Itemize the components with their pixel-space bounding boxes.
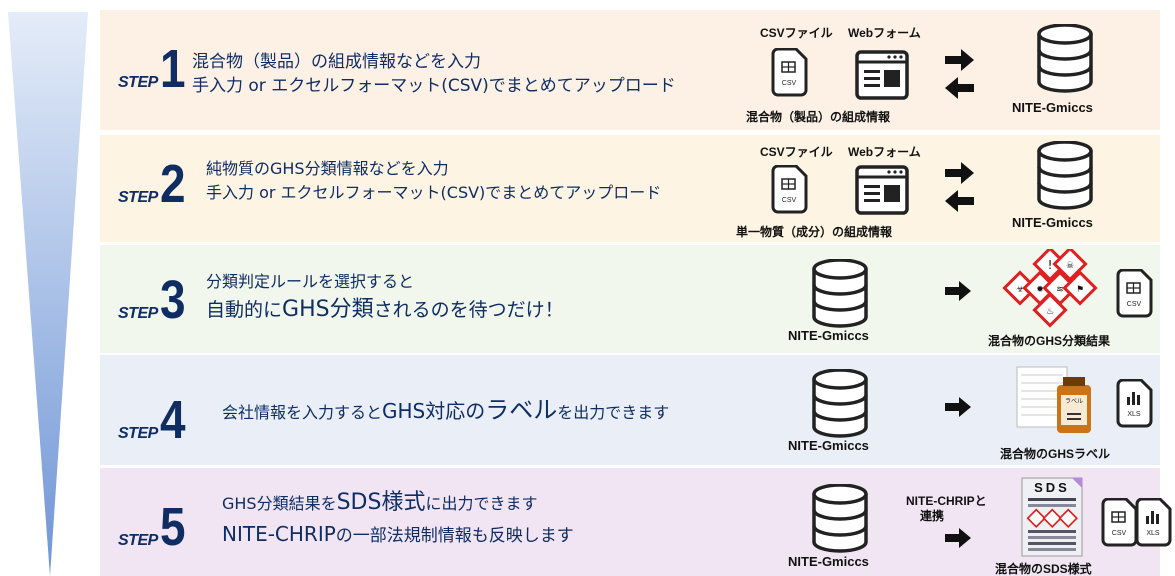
description-line: 混合物（製品）の組成情報などを入力: [192, 52, 481, 72]
description-line: 手入力 or エクセルフォーマット(CSV)でまとめてアップロード: [192, 76, 676, 96]
step-number: 3: [159, 270, 186, 330]
link-caption: NITE-CHRIPと: [906, 494, 987, 508]
description-line: 手入力 or エクセルフォーマット(CSV)でまとめてアップロード: [206, 183, 662, 202]
text-fragment-emphasis: GHS分類: [282, 297, 374, 322]
step-number: 4: [159, 390, 186, 450]
step-number: 1: [159, 39, 186, 99]
web-form-caption: Webフォーム: [848, 26, 921, 40]
svg-text:CSV: CSV: [782, 80, 797, 87]
arrow-right-icon: [945, 281, 971, 301]
text-fragment: 会社情報を入力すると: [222, 403, 383, 422]
svg-text:XLS: XLS: [1127, 411, 1141, 418]
result-caption: 混合物のSDS様式: [995, 562, 1092, 576]
step-4-row: STEP 4 会社情報を入力するとGHS対応のラベルを出力できます NITE-G…: [100, 355, 1160, 465]
ghs-label-icon: ラベル: [1016, 366, 1091, 433]
step-2-badge: STEP 2: [118, 154, 190, 214]
database-caption: NITE-Gmiccs: [788, 438, 869, 453]
source-caption: 混合物（製品）の組成情報: [746, 110, 891, 124]
svg-text:⚑: ⚑: [1076, 285, 1084, 295]
svg-text:☣: ☣: [1016, 285, 1024, 295]
database-icon: [812, 259, 868, 328]
svg-text:SDS: SDS: [1034, 480, 1070, 495]
step-5-description: GHS分類結果をSDS様式に出力できます NITE-CHRIPの一部法規制情報も…: [222, 488, 574, 551]
database-caption: NITE-Gmiccs: [1012, 215, 1093, 230]
swap-arrows-icon: [945, 49, 974, 99]
text-fragment: に出力できます: [425, 494, 538, 513]
csv-file-icon: CSV: [771, 48, 808, 97]
svg-text:XLS: XLS: [1146, 530, 1160, 537]
svg-text:☠: ☠: [1066, 261, 1074, 271]
step-1-badge: STEP 1: [118, 39, 190, 99]
text-fragment: 自動的に: [206, 299, 283, 321]
step-3-badge: STEP 3: [118, 270, 190, 330]
description-line-2: 自動的にGHS分類されるのを待つだけ！: [206, 295, 564, 326]
svg-text:ラベル: ラベル: [1065, 398, 1083, 405]
database-icon: [1037, 141, 1093, 210]
csv-file-icon: CSV: [1116, 269, 1153, 318]
text-fragment-emphasis: NITE-CHRIP: [222, 522, 336, 546]
csv-file-caption: CSVファイル: [760, 26, 833, 40]
svg-text:CSV: CSV: [1112, 530, 1127, 537]
svg-text:≋: ≋: [1056, 285, 1064, 295]
step-3-row: STEP 3 分類判定ルールを選択すると 自動的にGHS分類されるのを待つだけ！…: [100, 245, 1160, 353]
database-caption: NITE-Gmiccs: [788, 554, 869, 569]
step-5-row: STEP 5 GHS分類結果をSDS様式に出力できます NITE-CHRIPの一…: [100, 468, 1172, 576]
database-icon: [812, 484, 868, 553]
link-caption: 連携: [920, 509, 945, 523]
database-icon: [1037, 24, 1093, 93]
step-label: STEP: [118, 425, 158, 443]
text-fragment: GHS対応の: [382, 399, 486, 423]
description-line-2: NITE-CHRIPの一部法規制情報も反映します: [222, 519, 574, 551]
step-1-description: 混合物（製品）の組成情報などを入力 手入力 or エクセルフォーマット(CSV)…: [192, 50, 676, 98]
database-caption: NITE-Gmiccs: [788, 328, 869, 343]
step-4-badge: STEP 4: [118, 390, 190, 450]
text-fragment: の一部法規制情報も反映します: [335, 526, 574, 546]
text-fragment: GHS分類結果を: [222, 494, 337, 513]
result-caption: 混合物のGHSラベル: [1000, 447, 1111, 461]
database-caption: NITE-Gmiccs: [1012, 100, 1093, 115]
svg-text:♨: ♨: [1046, 307, 1054, 317]
csv-file-icon: CSV: [1101, 498, 1138, 547]
arrow-right-icon: [945, 397, 971, 417]
arrow-right-icon: [945, 528, 971, 548]
step-number: 5: [159, 497, 186, 557]
text-fragment-emphasis: ラベル: [485, 396, 558, 424]
description-line-1: GHS分類結果をSDS様式に出力できます: [222, 488, 574, 519]
description-line: 純物質のGHS分類情報などを入力: [206, 159, 449, 178]
step-label: STEP: [118, 189, 158, 207]
text-fragment: されるのを待つだけ！: [373, 299, 564, 321]
svg-text:CSV: CSV: [782, 197, 797, 204]
svg-text:✹: ✹: [1036, 285, 1044, 295]
csv-file-caption: CSVファイル: [760, 145, 833, 159]
ghs-pictograms-icon: ! ☠ ☣ ✹ ≋ ⚑ ♨: [1002, 249, 1098, 328]
step-1-row: STEP 1 混合物（製品）の組成情報などを入力 手入力 or エクセルフォーマ…: [100, 10, 1160, 130]
svg-text:CSV: CSV: [1127, 301, 1142, 308]
step-label: STEP: [118, 532, 158, 550]
progress-funnel: [8, 12, 88, 576]
swap-arrows-icon: [945, 162, 974, 212]
xls-file-icon: XLS: [1135, 498, 1172, 547]
step-4-description: 会社情報を入力するとGHS対応のラベルを出力できます: [222, 395, 669, 428]
database-icon: [812, 369, 868, 438]
web-form-caption: Webフォーム: [848, 145, 921, 159]
step-label: STEP: [118, 305, 158, 323]
result-caption: 混合物のGHS分類結果: [988, 334, 1111, 348]
description-line: 分類判定ルールを選択すると: [206, 272, 415, 291]
step-number: 2: [159, 154, 186, 214]
web-form-icon: [855, 165, 909, 215]
step-5-badge: STEP 5: [118, 497, 190, 557]
sds-document-icon: SDS: [1021, 477, 1083, 557]
web-form-icon: [855, 50, 909, 100]
step-3-description: 分類判定ルールを選択すると 自動的にGHS分類されるのを待つだけ！: [206, 269, 564, 326]
text-fragment: を出力できます: [557, 403, 670, 422]
step-2-row: STEP 2 純物質のGHS分類情報などを入力 手入力 or エクセルフォーマッ…: [100, 135, 1160, 242]
svg-text:!: !: [1048, 258, 1053, 272]
text-fragment-emphasis: SDS様式: [336, 490, 426, 515]
step-label: STEP: [118, 74, 158, 92]
step-2-description: 純物質のGHS分類情報などを入力 手入力 or エクセルフォーマット(CSV)で…: [206, 157, 661, 205]
csv-file-icon: CSV: [771, 165, 808, 214]
xls-file-icon: XLS: [1116, 379, 1153, 428]
source-caption: 単一物質（成分）の組成情報: [736, 225, 893, 239]
